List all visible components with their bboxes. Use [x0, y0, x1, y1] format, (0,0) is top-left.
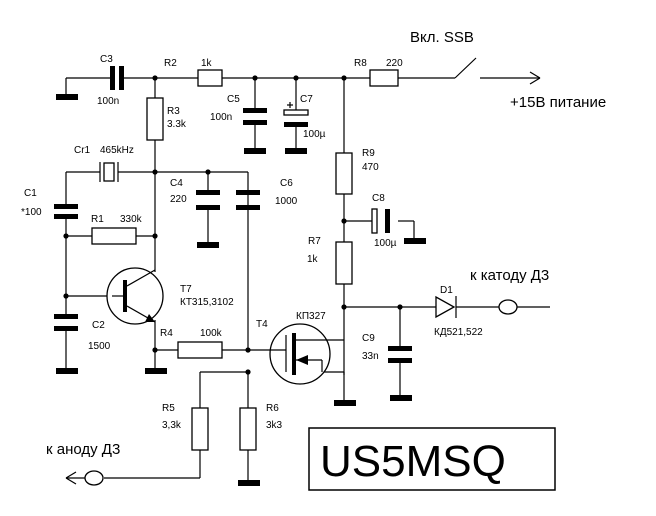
- c6-ref: C6: [280, 178, 293, 189]
- diode-d1: [435, 295, 457, 319]
- r4-ref: R4: [160, 328, 173, 339]
- r5-value: 3,3k: [162, 420, 182, 431]
- r3-value: 3.3k: [167, 119, 187, 130]
- d1-value: КД521,522: [434, 327, 483, 338]
- r3-ref: R3: [167, 106, 180, 117]
- capacitor-c9: [388, 346, 412, 363]
- r1-value: 330k: [120, 214, 143, 225]
- ssb-switch: [454, 57, 541, 85]
- r4-value: 100k: [200, 328, 223, 339]
- title-box: US5MSQ: [308, 427, 556, 491]
- r5-ref: R5: [162, 403, 175, 414]
- r2-ref: R2: [164, 58, 177, 69]
- t4-value: КП327: [296, 311, 326, 322]
- r6-ref: R6: [266, 403, 279, 414]
- input-connector: [65, 470, 104, 486]
- transistor-t4: [266, 323, 344, 385]
- capacitor-c5: [243, 108, 267, 125]
- c4-value: 220: [170, 194, 187, 205]
- resistor-r1: [91, 227, 137, 245]
- r7-value: 1k: [307, 254, 319, 265]
- resistor-r4: [177, 341, 223, 359]
- capacitor-c8: [371, 208, 390, 234]
- resistor-r8: [369, 69, 399, 87]
- r8-ref: R8: [354, 58, 367, 69]
- capacitor-c7: [283, 102, 309, 127]
- resistor-r6: [239, 407, 257, 451]
- c3-ref: C3: [100, 54, 113, 65]
- capacitor-c4: [196, 190, 220, 210]
- r1-ref: R1: [91, 214, 104, 225]
- title-text: US5MSQ: [320, 437, 506, 486]
- c8-ref: C8: [372, 193, 385, 204]
- c3-value: 100n: [97, 96, 119, 107]
- resistor-r5: [191, 407, 209, 451]
- supply-label: +15В питание: [510, 94, 606, 111]
- cathode-label: к катоду Д3: [470, 267, 549, 284]
- r9-value: 470: [362, 162, 379, 173]
- resistor-r9: [335, 152, 353, 195]
- wires: [65, 77, 500, 480]
- r8-value: 220: [386, 58, 403, 69]
- c6-value: 1000: [275, 196, 298, 207]
- c1-value: *100: [21, 207, 42, 218]
- c1-ref: C1: [24, 188, 37, 199]
- cr1-value: 465kHz: [100, 145, 134, 156]
- c5-value: 100n: [210, 112, 232, 123]
- anode-label: к аноду Д3: [46, 441, 120, 458]
- r7-ref: R7: [308, 236, 321, 247]
- crystal-cr1: [99, 162, 119, 182]
- c4-ref: C4: [170, 178, 183, 189]
- ground-symbols: [56, 94, 426, 486]
- ssb-switch-label: Вкл. SSB: [410, 29, 474, 46]
- c9-value: 33n: [362, 351, 379, 362]
- c2-ref: C2: [92, 320, 105, 331]
- r6-value: 3k3: [266, 420, 283, 431]
- capacitor-c6: [236, 190, 260, 210]
- junction-dots: [63, 75, 403, 375]
- resistor-r2: [197, 69, 223, 87]
- d1-ref: D1: [440, 285, 453, 296]
- c7-ref: C7: [300, 94, 313, 105]
- capacitor-c2: [54, 314, 78, 331]
- r9-ref: R9: [362, 148, 375, 159]
- transistor-t7: [106, 267, 164, 325]
- c2-value: 1500: [88, 341, 111, 352]
- c7-value: 100µ: [303, 129, 326, 140]
- t7-ref: T7: [180, 284, 192, 295]
- t4-ref: T4: [256, 319, 268, 330]
- cr1-ref: Cr1: [74, 145, 91, 156]
- resistor-r7: [335, 241, 353, 285]
- c8-value: 100µ: [374, 238, 397, 249]
- c5-ref: C5: [227, 94, 240, 105]
- output-connector: [498, 299, 518, 315]
- resistor-r3: [146, 97, 164, 141]
- capacitor-c1: [54, 204, 78, 219]
- c9-ref: C9: [362, 333, 375, 344]
- capacitor-c3: [110, 66, 124, 90]
- r2-value: 1k: [201, 58, 213, 69]
- t7-value: КТ315,3102: [180, 297, 234, 308]
